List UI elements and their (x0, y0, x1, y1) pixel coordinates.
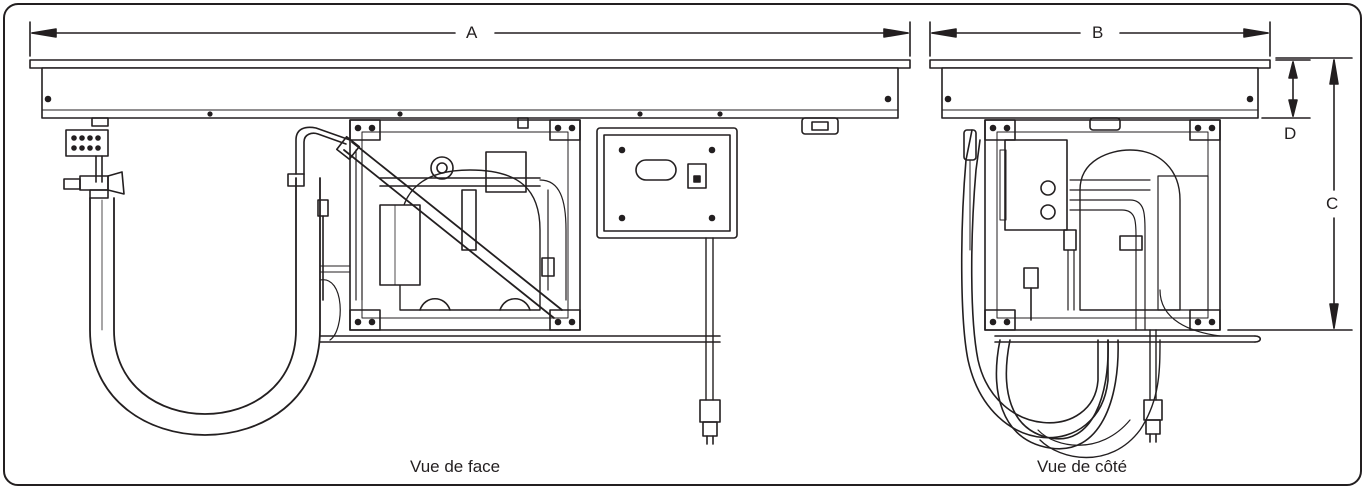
front-bottom-rail (319, 265, 721, 343)
front-control-box (596, 127, 738, 445)
drawing-border (3, 3, 1362, 486)
side-hoses (960, 129, 1161, 459)
dimension-label-d: D (1284, 124, 1297, 144)
side-power-cord (1143, 329, 1163, 443)
side-frame (984, 119, 1221, 331)
dimension-a-line (29, 21, 911, 57)
front-u-hose (89, 126, 351, 436)
dimension-label-a: A (466, 23, 478, 43)
front-view (29, 21, 911, 445)
side-pan (929, 59, 1271, 131)
side-view-caption: Vue de côté (1037, 457, 1128, 476)
front-valve-manifold (63, 129, 125, 199)
side-bottom-rail (994, 289, 1262, 343)
front-compressor-frame (335, 119, 581, 331)
dimension-label-b: B (1092, 23, 1104, 43)
dimension-c-line (1227, 57, 1353, 331)
dimension-label-c: C (1326, 194, 1339, 214)
dimension-d-line (1261, 59, 1311, 119)
dimension-b-line (929, 21, 1271, 57)
front-pan (29, 59, 911, 135)
front-view-caption: Vue de face (410, 457, 501, 476)
side-view (929, 21, 1353, 459)
